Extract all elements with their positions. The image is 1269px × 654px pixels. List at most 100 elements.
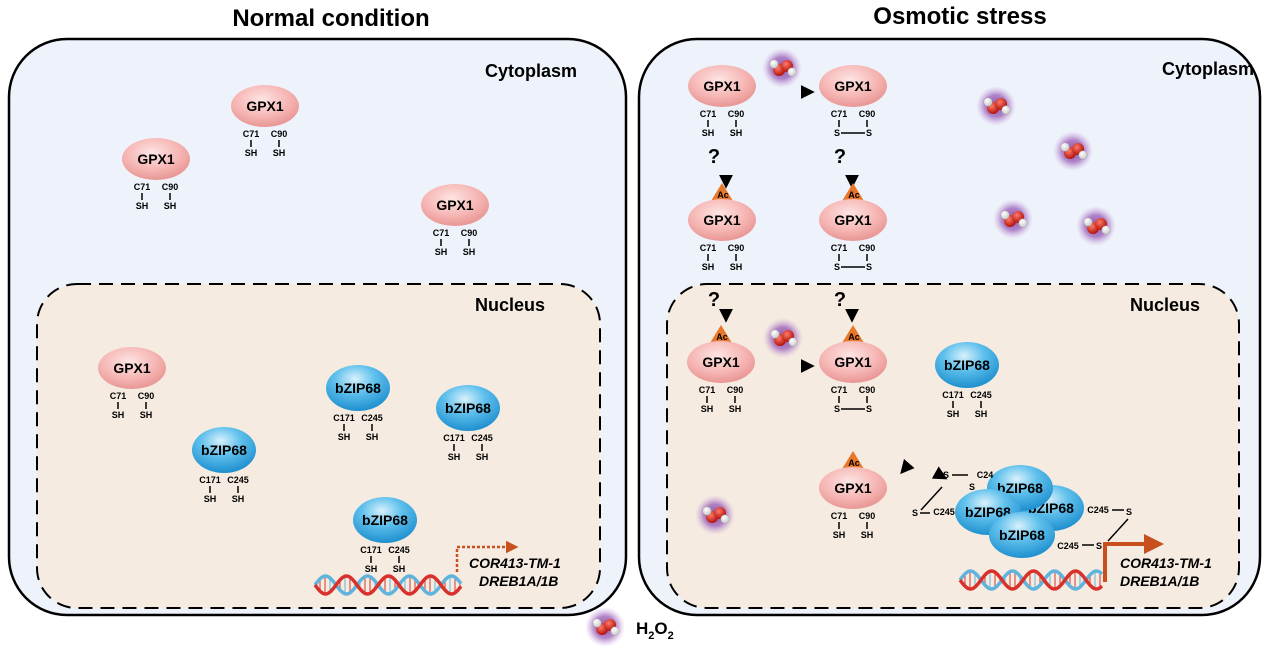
- residue-label: C90: [138, 391, 155, 401]
- thiol-label: SH: [365, 564, 378, 574]
- thiol-label: SH: [136, 201, 149, 211]
- thiol-label: SH: [702, 262, 715, 272]
- sulfur-label: S: [912, 508, 918, 518]
- bzip68-name: bZIP68: [445, 400, 491, 416]
- acetyl-label: Ac: [717, 190, 729, 200]
- residue-label: C71: [831, 385, 848, 395]
- acetyl-marker: Ac: [842, 325, 864, 343]
- sulfur-label: S: [866, 128, 872, 138]
- residue-label: C71: [831, 511, 848, 521]
- thiol-label: SH: [702, 128, 715, 138]
- sulfur-label: S: [943, 470, 949, 480]
- residue-label: C24: [977, 470, 994, 480]
- residue-label: C171: [199, 475, 221, 485]
- thiol-label: SH: [463, 247, 476, 257]
- residue-label: C245: [361, 413, 383, 423]
- residue-label: C245: [1057, 541, 1079, 551]
- thiol-label: SH: [730, 262, 743, 272]
- residue-label: C90: [859, 243, 876, 253]
- gpx1-body: [819, 467, 887, 509]
- bzip68-name: bZIP68: [965, 504, 1011, 520]
- gpx1-body: [819, 341, 887, 383]
- acetyl-marker: Ac: [711, 183, 733, 201]
- residue-label: C171: [942, 390, 964, 400]
- bzip68-name: bZIP68: [944, 357, 990, 373]
- residue-label: C245: [970, 390, 992, 400]
- bzip68-body: [989, 512, 1055, 558]
- residue-label: C90: [271, 129, 288, 139]
- thiol-label: SH: [338, 432, 351, 442]
- acetyl-marker: Ac: [842, 451, 864, 469]
- residue-label: C90: [461, 228, 478, 238]
- left-gene-label-2: DREB1A/1B: [479, 573, 558, 589]
- residue-label: C245: [388, 545, 410, 555]
- residue-label: C90: [728, 109, 745, 119]
- gpx1-name: GPX1: [702, 354, 740, 370]
- thiol-label: SH: [729, 404, 742, 414]
- left-gene-label-1: COR413-TM-1: [469, 555, 561, 571]
- thiol-label: SH: [366, 432, 379, 442]
- gpx1-name: GPX1: [834, 78, 872, 94]
- residue-label: C71: [699, 385, 716, 395]
- acetyl-label: Ac: [716, 332, 728, 342]
- residue-label: C71: [831, 243, 848, 253]
- h2o2-molecule-icon: [585, 607, 625, 647]
- h2o2-molecule-icon: [763, 318, 803, 358]
- residue-label: C71: [433, 228, 450, 238]
- h2o2-molecule-icon: [762, 48, 802, 88]
- sulfur-label: S: [1126, 507, 1132, 517]
- h2o2-molecule-icon: [993, 199, 1033, 239]
- arrows-layer: [455, 85, 1164, 582]
- right-cytoplasm-label: Cytoplasm: [1162, 59, 1254, 79]
- thiol-label: SH: [273, 148, 286, 158]
- acetyl-label: Ac: [848, 458, 860, 468]
- bzip68-name: bZIP68: [335, 380, 381, 396]
- residue-label: C245: [471, 433, 493, 443]
- left-nucleus-box: [36, 283, 601, 609]
- thiol-label: SH: [833, 530, 846, 540]
- thiol-label: SH: [164, 201, 177, 211]
- thiol-label: SH: [245, 148, 258, 158]
- residue-label: C90: [859, 109, 876, 119]
- gpx1-name: GPX1: [246, 98, 284, 114]
- residue-label: C171: [360, 545, 382, 555]
- sulfur-label: S: [834, 404, 840, 414]
- h2o2-molecule-icon: [1053, 131, 1093, 171]
- thiol-label: SH: [975, 409, 988, 419]
- thiol-label: SH: [204, 494, 217, 504]
- arrow: [1103, 534, 1164, 582]
- sulfur-label: S: [1096, 541, 1102, 551]
- residue-label: C171: [333, 413, 355, 423]
- arrow: [455, 540, 519, 572]
- gpx1-name: GPX1: [834, 480, 872, 496]
- residue-label: C71: [110, 391, 127, 401]
- h2o2-molecule-icon: [695, 495, 735, 535]
- residue-label: C245: [933, 507, 955, 517]
- gpx1-name: GPX1: [436, 197, 474, 213]
- residue-label: C245: [1087, 505, 1109, 515]
- gpx1-body: [421, 184, 489, 226]
- thiol-label: SH: [861, 530, 874, 540]
- bzip68-name: bZIP68: [999, 527, 1045, 543]
- gpx1-name: GPX1: [703, 212, 741, 228]
- residue-label: C71: [831, 109, 848, 119]
- gpx1-name: GPX1: [113, 360, 151, 376]
- thiol-label: SH: [448, 452, 461, 462]
- legend-h2o2-label: H2O2: [636, 619, 674, 642]
- residue-label: C71: [700, 243, 717, 253]
- h2o2-molecule-icon: [976, 86, 1016, 126]
- sulfur-label: S: [834, 128, 840, 138]
- gpx1-name: GPX1: [834, 354, 872, 370]
- bzip68-body: [192, 427, 256, 473]
- bzip68-body: [326, 365, 390, 411]
